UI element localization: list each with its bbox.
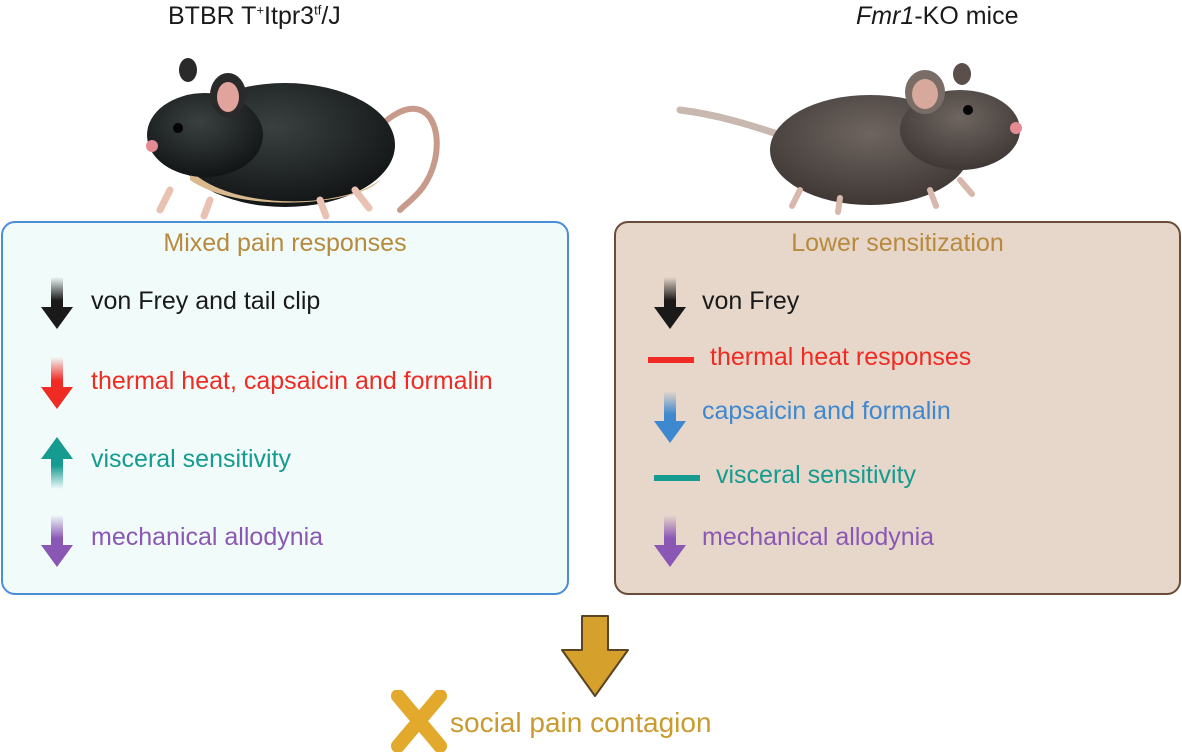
list-item: visceral sensitivity: [3, 435, 567, 495]
left-strain-title: BTBR T+Itpr3tf/J: [168, 2, 341, 30]
item-label: visceral sensitivity: [716, 461, 917, 489]
item-label: von Frey and tail clip: [91, 287, 321, 315]
btbr-mouse-image: [146, 58, 440, 220]
arrow-down-icon: [654, 391, 686, 443]
item-label: visceral sensitivity: [91, 445, 292, 473]
arrow-down-icon: [654, 277, 686, 329]
list-item: capsaicin and formalin: [616, 389, 1179, 449]
item-label: von Frey: [702, 287, 800, 315]
list-item: visceral sensitivity: [616, 461, 1179, 523]
list-item: thermal heat responses: [616, 343, 1179, 403]
arrow-down-icon: [654, 515, 686, 567]
lower-sensitization-panel: Lower sensitization von Frey thermal hea…: [614, 221, 1181, 595]
fmr1-ko-mouse-image: [676, 63, 1022, 215]
arrow-down-icon: [41, 515, 73, 567]
item-label: mechanical allodynia: [91, 523, 324, 551]
dash-icon: [648, 357, 694, 363]
right-strain-title: Fmr1-KO mice: [856, 2, 1019, 30]
item-label: thermal heat responses: [710, 343, 972, 371]
conclusion-label: social pain contagion: [450, 707, 712, 738]
arrow-up-icon: [41, 437, 73, 489]
item-label: mechanical allodynia: [702, 523, 935, 551]
item-label: thermal heat, capsaicin and formalin: [91, 367, 493, 395]
arrow-down-icon: [561, 615, 629, 697]
arrow-down-icon: [41, 277, 73, 329]
item-label: capsaicin and formalin: [702, 397, 951, 425]
dash-icon: [654, 475, 700, 481]
list-item: von Frey: [616, 275, 1179, 335]
cross-icon: [391, 690, 447, 752]
mixed-pain-responses-panel: Mixed pain responses von Frey and tail c…: [1, 221, 569, 595]
panel-title: Lower sensitization: [791, 229, 1004, 257]
list-item: thermal heat, capsaicin and formalin: [3, 355, 567, 415]
panel-title: Mixed pain responses: [163, 229, 407, 257]
arrow-down-icon: [41, 357, 73, 409]
list-item: mechanical allodynia: [3, 513, 567, 573]
list-item: von Frey and tail clip: [3, 275, 567, 335]
list-item: mechanical allodynia: [616, 513, 1179, 573]
